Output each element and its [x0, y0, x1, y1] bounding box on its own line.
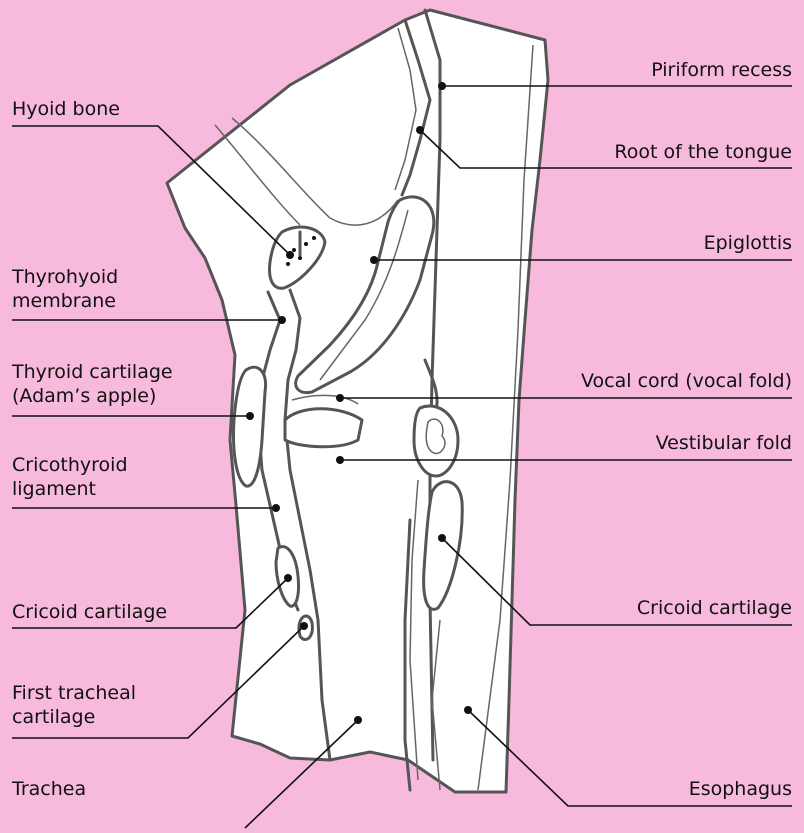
hyoid-texture — [298, 256, 302, 260]
hyoid-texture — [286, 262, 290, 266]
label-thyroid-cartilage: Thyroid cartilage (Adam’s apple) — [12, 360, 173, 408]
leader-first-tracheal-cartilage-dot — [300, 622, 308, 630]
label-line: Cricothyroid — [12, 453, 128, 477]
label-hyoid-bone: Hyoid bone — [12, 97, 120, 121]
leader-epiglottis-dot — [370, 256, 378, 264]
label-trachea: Trachea — [12, 777, 86, 801]
leader-cricoid-cartilage-left-dot — [284, 574, 292, 582]
leader-cricoid-cartilage-right-dot — [438, 534, 446, 542]
label-line: ligament — [12, 477, 128, 501]
label-line: Thyrohyoid — [12, 265, 118, 289]
label-epiglottis: Epiglottis — [704, 231, 792, 255]
label-vestibular-fold: Vestibular fold — [656, 431, 792, 455]
leader-esophagus-dot — [464, 706, 472, 714]
leader-hyoid-bone-dot — [286, 251, 294, 259]
leader-thyrohyoid-membrane-dot — [278, 316, 286, 324]
label-thyrohyoid-membrane: Thyrohyoid membrane — [12, 265, 118, 313]
label-line: cartilage — [12, 705, 136, 729]
label-esophagus: Esophagus — [689, 777, 792, 801]
label-cricoid-cartilage-left: Cricoid cartilage — [12, 600, 167, 624]
hyoid-texture — [292, 248, 296, 252]
leader-root-of-tongue-dot — [416, 126, 424, 134]
label-line: (Adam’s apple) — [12, 384, 173, 408]
leader-vestibular-fold-dot — [336, 456, 344, 464]
label-cricothyroid-ligament: Cricothyroid ligament — [12, 453, 128, 501]
label-first-tracheal-cartilage: First tracheal cartilage — [12, 681, 136, 729]
leader-trachea-dot — [354, 716, 362, 724]
leader-piriform-recess-dot — [438, 82, 446, 90]
leader-thyroid-cartilage-dot — [246, 412, 254, 420]
vocal-fold-shape — [285, 409, 362, 447]
label-cricoid-cartilage-right: Cricoid cartilage — [637, 596, 792, 620]
label-root-of-tongue: Root of the tongue — [614, 140, 792, 164]
arytenoid-shape — [414, 406, 458, 476]
label-vocal-cord: Vocal cord (vocal fold) — [581, 369, 792, 393]
hyoid-texture — [312, 236, 316, 240]
label-line: membrane — [12, 289, 118, 313]
label-line: Thyroid cartilage — [12, 360, 173, 384]
hyoid-texture — [304, 242, 308, 246]
neck-tissue-outline — [167, 10, 548, 792]
leader-vocal-cord-dot — [336, 394, 344, 402]
label-piriform-recess: Piriform recess — [651, 58, 792, 82]
leader-cricothyroid-ligament-dot — [272, 504, 280, 512]
label-line: First tracheal — [12, 681, 136, 705]
